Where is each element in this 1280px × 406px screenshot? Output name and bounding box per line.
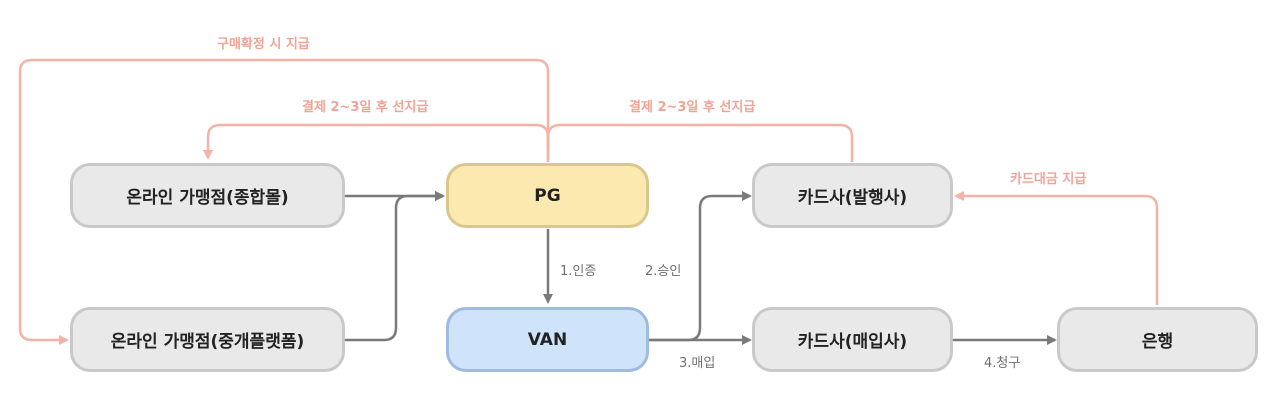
node-pg: PG xyxy=(446,163,649,228)
node-acquirer: 카드사(매입사) xyxy=(752,307,953,372)
node-bank: 은행 xyxy=(1057,307,1258,372)
arrow-online-platform-to-pg xyxy=(345,191,445,342)
arrow-bank-to-issuer xyxy=(954,191,1159,305)
label-approve: 2.승인 xyxy=(645,264,682,279)
label-auth: 1.인증 xyxy=(560,264,597,279)
arrow-pg-to-online-platform xyxy=(18,58,550,345)
arrow-issuer-to-pg xyxy=(546,123,854,162)
label-purchase: 3.매입 xyxy=(679,356,716,371)
node-online-platform: 온라인 가맹점(중개플랫폼) xyxy=(70,307,345,372)
node-online-general: 온라인 가맹점(종합몰) xyxy=(70,163,345,228)
label-card-payment: 카드대금 지급 xyxy=(1010,172,1087,187)
node-van: VAN xyxy=(446,307,649,372)
arrow-pg-to-online-general xyxy=(203,123,550,162)
label-settle-left: 결제 2~3일 후 선지급 xyxy=(302,100,429,115)
label-purchase-confirm: 구매확정 시 지급 xyxy=(217,37,310,52)
node-issuer: 카드사(발행사) xyxy=(752,163,953,228)
label-claim: 4.청구 xyxy=(984,356,1021,371)
label-settle-right: 결제 2~3일 후 선지급 xyxy=(629,100,756,115)
